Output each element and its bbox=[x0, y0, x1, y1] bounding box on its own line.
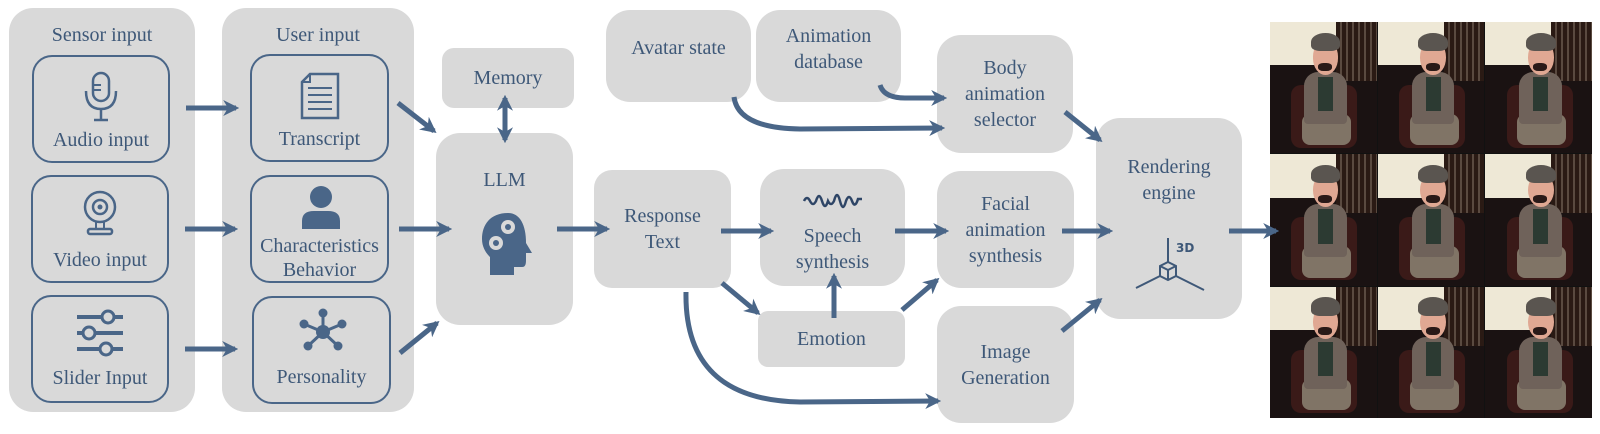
speech-label-line2: synthesis bbox=[795, 251, 870, 273]
webcam-icon bbox=[83, 190, 117, 236]
personality-node[interactable]: Personality bbox=[252, 296, 391, 404]
body-label-line3: selector bbox=[973, 109, 1037, 131]
sliders-icon bbox=[77, 309, 123, 357]
personality-label: Personality bbox=[276, 366, 367, 388]
characteristics-label: Characteristics bbox=[260, 235, 379, 257]
3d-text: 3D bbox=[1176, 241, 1194, 255]
arrow-personality-to-llm bbox=[398, 320, 440, 355]
frame-5 bbox=[1377, 154, 1485, 286]
emotion-label: Emotion bbox=[797, 327, 866, 350]
frame-7 bbox=[1270, 286, 1377, 418]
frame-9 bbox=[1485, 286, 1592, 418]
speech-label-line1: Speech bbox=[803, 225, 862, 247]
user-input-group: User input bbox=[222, 8, 414, 412]
animation-database-node[interactable]: Animation database bbox=[756, 10, 901, 102]
image-generation-node[interactable]: Image Generation bbox=[937, 306, 1074, 423]
arrow-avatar-state-to-body bbox=[731, 96, 946, 137]
arrow-body-to-rendering bbox=[1063, 110, 1103, 142]
sensor-input-title: Sensor input bbox=[51, 24, 153, 46]
animation-database-line2: database bbox=[794, 51, 863, 73]
characteristics-behavior-node[interactable]: Characteristics Behavior bbox=[250, 175, 389, 283]
arrow-response-to-emotion bbox=[720, 281, 761, 316]
response-label-line1: Response bbox=[624, 205, 701, 227]
behavior-label: Behavior bbox=[282, 259, 357, 281]
video-input-node[interactable]: Video input bbox=[31, 175, 169, 283]
image-label-line2: Generation bbox=[961, 366, 1050, 389]
microphone-icon bbox=[84, 71, 118, 122]
arrow-image-to-rendering bbox=[1060, 297, 1103, 333]
user-input-title: User input bbox=[276, 24, 360, 46]
frame-4 bbox=[1270, 154, 1377, 286]
rendering-engine-node[interactable]: Rendering engine 3D bbox=[1096, 118, 1242, 319]
animation-database-line1: Animation bbox=[785, 25, 872, 47]
waveform-icon bbox=[802, 193, 862, 209]
frame-1 bbox=[1270, 22, 1377, 154]
transcript-node[interactable]: Transcript bbox=[250, 54, 389, 162]
llm-label: LLM bbox=[483, 169, 526, 191]
transcript-label: Transcript bbox=[278, 128, 361, 150]
body-animation-selector-node[interactable]: Body animation selector bbox=[937, 35, 1073, 153]
audio-input-node[interactable]: Audio input bbox=[32, 55, 170, 163]
audio-input-label: Audio input bbox=[52, 129, 150, 151]
memory-label: Memory bbox=[473, 66, 543, 89]
rendering-label-line1: Rendering bbox=[1127, 156, 1211, 178]
facial-animation-synthesis-node[interactable]: Facial animation synthesis bbox=[937, 171, 1074, 288]
frame-3 bbox=[1485, 22, 1592, 154]
facial-label-line1: Facial bbox=[981, 192, 1030, 215]
body-label-line1: Body bbox=[983, 57, 1027, 79]
slider-input-label: Slider Input bbox=[52, 367, 148, 389]
emotion-node[interactable]: Emotion bbox=[758, 311, 905, 367]
slider-input-node[interactable]: Slider Input bbox=[31, 295, 169, 403]
arrow-emotion-to-facial bbox=[900, 277, 940, 312]
facial-label-line2: animation bbox=[965, 218, 1046, 241]
person-icon bbox=[302, 186, 340, 229]
facial-label-line3: synthesis bbox=[968, 244, 1043, 267]
arrow-response-to-image bbox=[683, 291, 942, 410]
brain-gears-icon bbox=[482, 213, 532, 275]
rendering-label-line2: engine bbox=[1142, 182, 1196, 204]
arrow-transcript-to-llm bbox=[396, 101, 437, 133]
network-icon bbox=[299, 308, 347, 351]
video-input-label: Video input bbox=[53, 249, 147, 271]
memory-node[interactable]: Memory bbox=[442, 48, 574, 108]
avatar-state-node[interactable]: Avatar state bbox=[606, 10, 751, 102]
arrow-animation-db-to-body bbox=[877, 84, 948, 107]
frame-8 bbox=[1377, 286, 1485, 418]
body-label-line2: animation bbox=[965, 83, 1045, 105]
speech-synthesis-node[interactable]: Speech synthesis bbox=[760, 169, 905, 286]
llm-node[interactable]: LLM bbox=[436, 133, 573, 325]
3d-cube-icon: 3D bbox=[1135, 238, 1205, 291]
avatar-state-label: Avatar state bbox=[631, 36, 726, 59]
frame-2 bbox=[1377, 22, 1485, 154]
response-text-node[interactable]: Response Text bbox=[594, 170, 731, 288]
rendered-frames-grid bbox=[1270, 22, 1592, 418]
document-icon bbox=[300, 72, 340, 120]
image-label-line1: Image bbox=[980, 340, 1031, 363]
response-label-line2: Text bbox=[644, 231, 681, 253]
frame-6 bbox=[1485, 154, 1592, 286]
